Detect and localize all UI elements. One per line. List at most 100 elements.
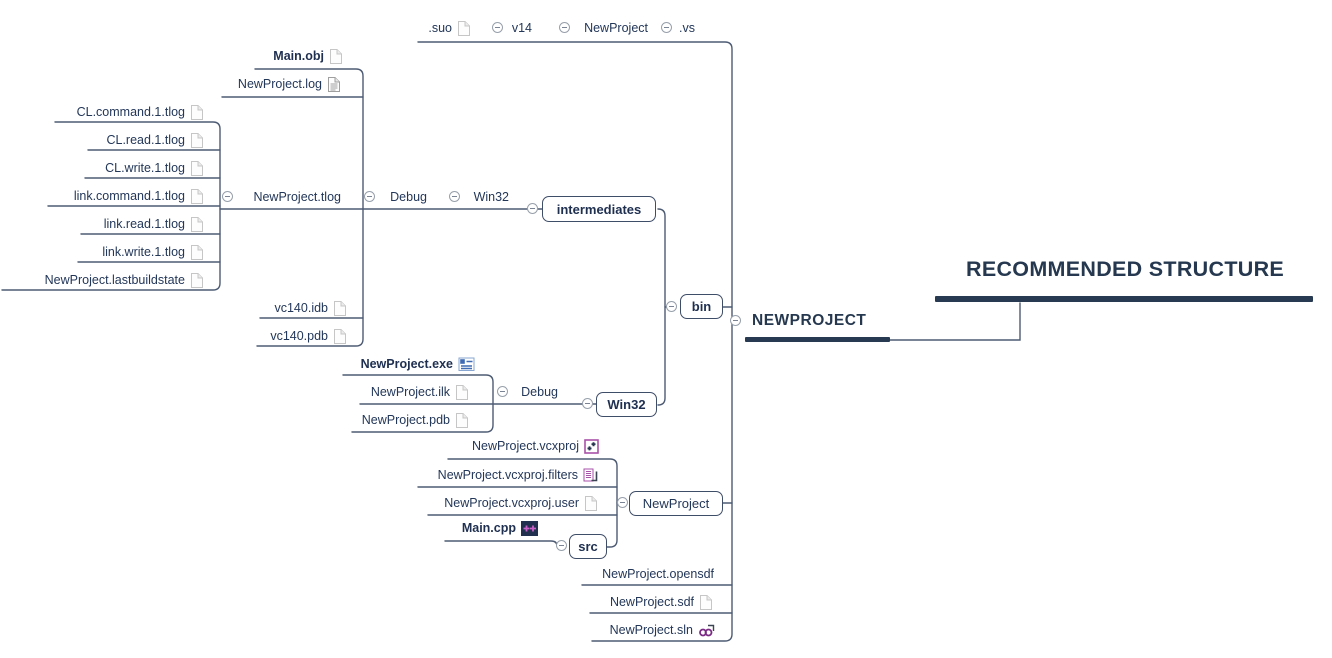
node-label: .suo	[428, 21, 452, 35]
collapse-icon-intermediates[interactable]	[527, 203, 538, 214]
node-label: vc140.pdb	[270, 329, 328, 343]
node-label: NewProject.ilk	[370, 385, 450, 399]
node-debug-win32[interactable]: Debug	[521, 383, 558, 401]
file-icon	[333, 328, 347, 345]
node-label: NewProject.log	[237, 77, 322, 91]
node-label: NewProject.exe	[360, 357, 453, 371]
file-icon	[333, 300, 347, 317]
node-newproject-exe[interactable]: NewProject.exe	[361, 355, 475, 373]
collapse-icon-win32-intermediates[interactable]	[449, 191, 460, 202]
node-label: NewProject.lastbuildstate	[44, 273, 185, 287]
node-label: NewProject.vcxproj.filters	[437, 468, 578, 482]
node-label: CL.command.1.tlog	[76, 105, 185, 119]
node-label: vc140.idb	[274, 301, 328, 315]
node-vcxproj-user[interactable]: NewProject.vcxproj.user	[444, 494, 598, 512]
node-label: link.read.1.tlog	[103, 217, 185, 231]
node-label: NewProject.sln	[609, 623, 693, 637]
collapse-icon-win32-box[interactable]	[582, 398, 593, 409]
node-sdf[interactable]: NewProject.sdf	[610, 593, 713, 611]
node-link-command-tlog[interactable]: link.command.1.tlog	[74, 187, 204, 205]
node-main-cpp[interactable]: Main.cpp	[462, 519, 538, 537]
vcxproj-icon	[584, 438, 599, 454]
node-label: NewProject.vcxproj	[472, 439, 579, 453]
root-underline	[745, 337, 890, 342]
node-cl-write-tlog[interactable]: CL.write.1.tlog	[105, 159, 204, 177]
application-icon	[458, 357, 475, 372]
node-main-obj[interactable]: Main.obj	[273, 47, 343, 65]
node-vcxproj-filters[interactable]: NewProject.vcxproj.filters	[438, 466, 599, 484]
node-label: Debug	[521, 385, 558, 399]
node-src[interactable]: src	[569, 534, 607, 559]
node-cl-command-tlog[interactable]: CL.command.1.tlog	[77, 103, 204, 121]
node-win32-intermediates[interactable]: Win32	[474, 188, 509, 206]
node-label: bin	[691, 299, 712, 314]
file-icon	[455, 412, 469, 429]
file-icon	[190, 104, 204, 121]
node-newproject-folder[interactable]: NewProject	[629, 491, 723, 516]
node-bin[interactable]: bin	[680, 294, 723, 319]
node-opensdf[interactable]: NewProject.opensdf	[602, 565, 714, 583]
node-label: NewProject.tlog	[253, 190, 341, 204]
node-win32-bin[interactable]: Win32	[596, 392, 657, 417]
node-label: link.write.1.tlog	[102, 245, 185, 259]
node-vc140-idb[interactable]: vc140.idb	[274, 299, 347, 317]
collapse-icon-debug-win32[interactable]	[497, 386, 508, 397]
file-icon	[190, 160, 204, 177]
collapse-icon-newproject-folder[interactable]	[617, 497, 628, 508]
file-icon	[699, 594, 713, 611]
node-link-read-tlog[interactable]: link.read.1.tlog	[104, 215, 204, 233]
node-newproject-pdb[interactable]: NewProject.pdb	[362, 411, 469, 429]
node-vcxproj[interactable]: NewProject.vcxproj	[472, 437, 599, 455]
node-label: NewProject	[642, 496, 710, 511]
collapse-icon-src[interactable]	[556, 540, 567, 551]
node-label: NewProject.pdb	[361, 413, 450, 427]
node-link-write-tlog[interactable]: link.write.1.tlog	[102, 243, 204, 261]
node-debug-intermediates[interactable]: Debug	[390, 188, 427, 206]
collapse-icon-bin[interactable]	[666, 301, 677, 312]
collapse-icon-root[interactable]	[730, 315, 741, 326]
node-label: Main.obj	[273, 49, 324, 63]
node-newproject-root[interactable]: NEWPROJECT	[752, 312, 867, 329]
filters-icon	[583, 468, 599, 482]
log-file-icon	[327, 76, 341, 93]
node-label: .vs	[679, 21, 695, 35]
node-newproject-log[interactable]: NewProject.log	[238, 75, 341, 93]
node-suo[interactable]: .suo	[428, 19, 471, 37]
node-vc140-pdb[interactable]: vc140.pdb	[270, 327, 347, 345]
node-v14[interactable]: v14	[512, 19, 532, 37]
node-intermediates[interactable]: intermediates	[542, 196, 656, 222]
file-icon	[190, 188, 204, 205]
central-topic-underline	[935, 296, 1313, 302]
collapse-icon-tlog[interactable]	[222, 191, 233, 202]
node-newproject-tlog[interactable]: NewProject.tlog	[253, 188, 341, 206]
collapse-icon-v14[interactable]	[492, 22, 503, 33]
node-sln[interactable]: NewProject.sln	[610, 621, 716, 639]
collapse-icon-vs[interactable]	[661, 22, 672, 33]
file-icon	[190, 216, 204, 233]
node-label: CL.write.1.tlog	[105, 161, 185, 175]
node-label: intermediates	[556, 201, 642, 217]
node-cl-read-tlog[interactable]: CL.read.1.tlog	[106, 131, 204, 149]
collapse-icon-newproject-vs[interactable]	[559, 22, 570, 33]
central-topic[interactable]: RECOMMENDED STRUCTURE	[966, 257, 1285, 281]
node-newproject-vs[interactable]: NewProject	[584, 19, 648, 37]
file-icon	[190, 244, 204, 261]
node-label: NewProject.vcxproj.user	[444, 496, 579, 510]
node-newproject-ilk[interactable]: NewProject.ilk	[371, 383, 469, 401]
file-icon	[584, 495, 598, 512]
node-label: Debug	[390, 190, 427, 204]
node-label: NewProject.sdf	[609, 595, 694, 609]
node-label: CL.read.1.tlog	[106, 133, 185, 147]
node-label: NewProject	[584, 21, 648, 35]
node-label: src	[578, 539, 598, 554]
node-label: Win32	[607, 397, 646, 412]
cpp-file-icon	[521, 520, 538, 536]
node-label: v14	[511, 21, 532, 35]
node-label: link.command.1.tlog	[73, 189, 185, 203]
file-icon	[190, 272, 204, 289]
collapse-icon-debug-intermediates[interactable]	[364, 191, 375, 202]
node-vs[interactable]: .vs	[679, 19, 695, 37]
node-lastbuildstate[interactable]: NewProject.lastbuildstate	[45, 271, 204, 289]
